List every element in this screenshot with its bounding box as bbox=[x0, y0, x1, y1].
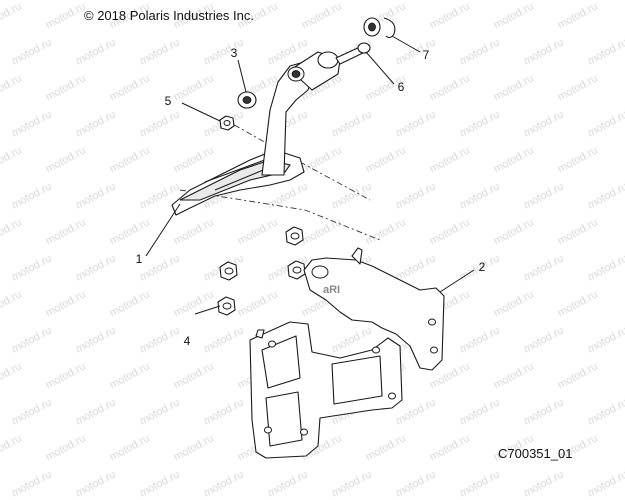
part-1-brake-pedal bbox=[171, 51, 341, 216]
watermark-text: motod.ru bbox=[329, 468, 374, 500]
figure-code: C700351_01 bbox=[498, 446, 573, 461]
part-3-washer bbox=[237, 91, 257, 109]
part-2-mounting-bracket bbox=[249, 247, 445, 459]
watermark-text: motod.ru bbox=[73, 468, 118, 500]
copyright-text: © 2018 Polaris Industries Inc. bbox=[84, 8, 254, 23]
part-5-nut bbox=[219, 115, 235, 131]
callout-5: 5 bbox=[164, 94, 172, 108]
center-watermark-mark: aRI bbox=[322, 284, 342, 296]
callout-4: 4 bbox=[183, 334, 191, 348]
callout-2: 2 bbox=[478, 260, 486, 274]
callout-leaders bbox=[145, 35, 475, 315]
watermark-text: motod.ru bbox=[9, 468, 54, 500]
callout-6: 6 bbox=[397, 80, 405, 94]
watermark-text: motod.ru bbox=[585, 468, 625, 500]
watermark-text: motod.ru bbox=[521, 468, 566, 500]
part-7-bushing-clip bbox=[363, 17, 396, 39]
part-6-bolt bbox=[335, 42, 371, 65]
callout-7: 7 bbox=[422, 48, 430, 62]
watermark-text: motod.ru bbox=[393, 468, 438, 500]
watermark-text: motod.ru bbox=[457, 468, 502, 500]
callout-1: 1 bbox=[135, 252, 143, 266]
watermark-text: motod.ru bbox=[137, 468, 182, 500]
watermark-text: motod.ru bbox=[201, 468, 246, 500]
part-4-nuts bbox=[217, 226, 306, 316]
diagram-drawing bbox=[145, 17, 475, 459]
watermark-text: motod.ru bbox=[265, 468, 310, 500]
callout-3: 3 bbox=[230, 46, 238, 60]
